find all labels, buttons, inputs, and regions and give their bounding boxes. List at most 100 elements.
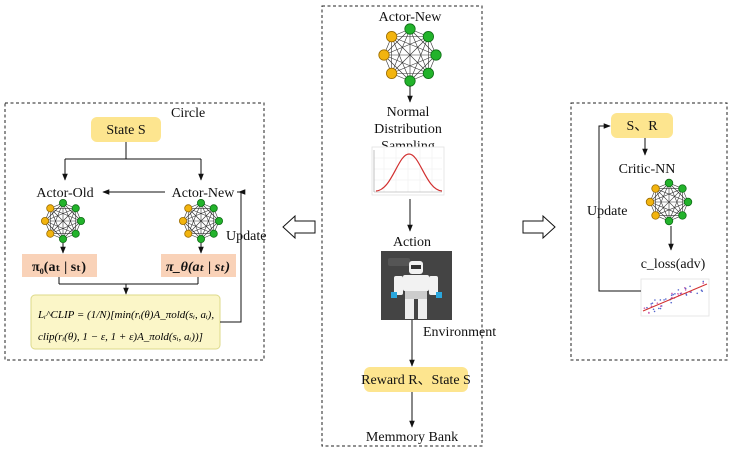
network-node xyxy=(209,229,218,238)
scatter-point xyxy=(650,303,652,305)
policy-new-box xyxy=(161,254,236,277)
network-node xyxy=(645,197,655,207)
scatter-point xyxy=(670,301,673,304)
network-edge xyxy=(188,208,214,234)
scatter-point xyxy=(653,310,656,313)
scatter-point xyxy=(652,308,655,311)
network-node xyxy=(651,211,660,220)
network-node xyxy=(422,67,434,79)
scatter-point xyxy=(685,294,688,296)
network-node xyxy=(422,31,434,43)
network-edge xyxy=(383,54,411,82)
network-node xyxy=(651,184,660,193)
network-node xyxy=(404,75,416,87)
scatter-point xyxy=(663,299,665,301)
loss-formula-line1: Lᵢ^CLIP = (1/N)[min(rᵢ(θ)A_πold(sᵢ, aᵢ), xyxy=(37,309,214,321)
network-node xyxy=(430,49,442,61)
network-edge xyxy=(655,188,670,222)
network-node xyxy=(378,49,390,61)
scatter-point xyxy=(689,291,692,294)
robot-image xyxy=(381,251,452,320)
right-panel-frame xyxy=(570,102,728,361)
network-node xyxy=(184,204,193,213)
scatter-point xyxy=(646,306,648,309)
scatter-point xyxy=(670,294,673,297)
scatter-point xyxy=(657,307,660,310)
scatter-point xyxy=(671,292,673,295)
network-node xyxy=(664,216,674,226)
network-node xyxy=(71,204,80,213)
scatter-point xyxy=(654,299,656,301)
network-node xyxy=(59,234,68,243)
network-edge xyxy=(50,207,82,222)
center-panel-frame xyxy=(321,5,483,447)
update-label-left: Update xyxy=(226,229,266,244)
network-node xyxy=(59,198,68,207)
flow-right-arrow-icon xyxy=(522,214,556,240)
scatter-point xyxy=(671,296,673,299)
reward-state-box xyxy=(364,367,468,392)
network-node xyxy=(184,229,193,238)
scatter-point xyxy=(684,287,687,290)
network-node xyxy=(196,198,205,207)
scatter-point xyxy=(659,299,662,301)
network-edge xyxy=(391,36,437,56)
scatter-point xyxy=(659,305,662,307)
network-node xyxy=(214,216,223,225)
network-edge xyxy=(649,201,670,222)
network-edge xyxy=(44,220,64,240)
scatter-point xyxy=(684,289,687,291)
update-label-right: Update xyxy=(587,204,627,219)
network-node xyxy=(178,216,187,225)
network-node xyxy=(46,204,55,213)
network-edge xyxy=(655,188,689,203)
policy-old-box xyxy=(22,254,97,277)
sr-box-label: S、R xyxy=(626,119,658,134)
memory-bank-label: Memmory Bank xyxy=(366,430,458,445)
network-node xyxy=(196,234,205,243)
scatter-point xyxy=(702,282,705,284)
scatter-point xyxy=(700,289,703,292)
actor-old-network xyxy=(41,198,86,243)
scatter-point xyxy=(648,312,650,314)
network-node xyxy=(41,216,50,225)
network-edge xyxy=(188,207,220,222)
scatter-point xyxy=(677,289,680,291)
network-node xyxy=(404,23,416,35)
network-node xyxy=(71,229,80,238)
network-node xyxy=(678,184,687,193)
network-edge xyxy=(187,208,202,240)
scatter-point xyxy=(659,307,662,310)
network-node xyxy=(386,31,398,43)
action-label: Action xyxy=(393,235,431,250)
sampling-label-1: Normal xyxy=(387,105,430,120)
actor-new-network-center xyxy=(378,23,442,87)
sr-box xyxy=(611,113,673,138)
flow-left-arrow-icon xyxy=(282,214,316,240)
scatter-point xyxy=(656,302,659,304)
network-node xyxy=(664,178,674,188)
scatter-point xyxy=(665,298,667,300)
network-edge xyxy=(391,36,429,74)
sampling-label-2: Distribution xyxy=(374,122,442,137)
network-edge xyxy=(50,208,76,234)
scatter-point xyxy=(643,307,646,309)
scatter-point xyxy=(672,293,674,296)
loss-formula-line2: clip(rᵢ(θ), 1 − ε, 1 + ε)A_πold(sᵢ, aᵢ))… xyxy=(38,331,203,343)
critic-network xyxy=(645,178,693,226)
scatter-point xyxy=(651,302,654,304)
network-node xyxy=(46,229,55,238)
network-node xyxy=(386,67,398,79)
environment-label: Environment xyxy=(423,325,496,340)
normal-distribution-plot xyxy=(371,146,445,196)
network-edge xyxy=(182,220,202,240)
critic-nn-label: Critic-NN xyxy=(619,162,676,177)
left-panel-frame xyxy=(4,102,265,361)
scatter-point xyxy=(674,293,676,295)
policy-new-label: π_θ(aₜ | sₜ) xyxy=(166,260,230,275)
network-node xyxy=(77,216,86,225)
state-box-label: State S xyxy=(106,123,145,138)
actor-old-label: Actor-Old xyxy=(36,186,93,201)
scatter-point xyxy=(689,285,691,288)
